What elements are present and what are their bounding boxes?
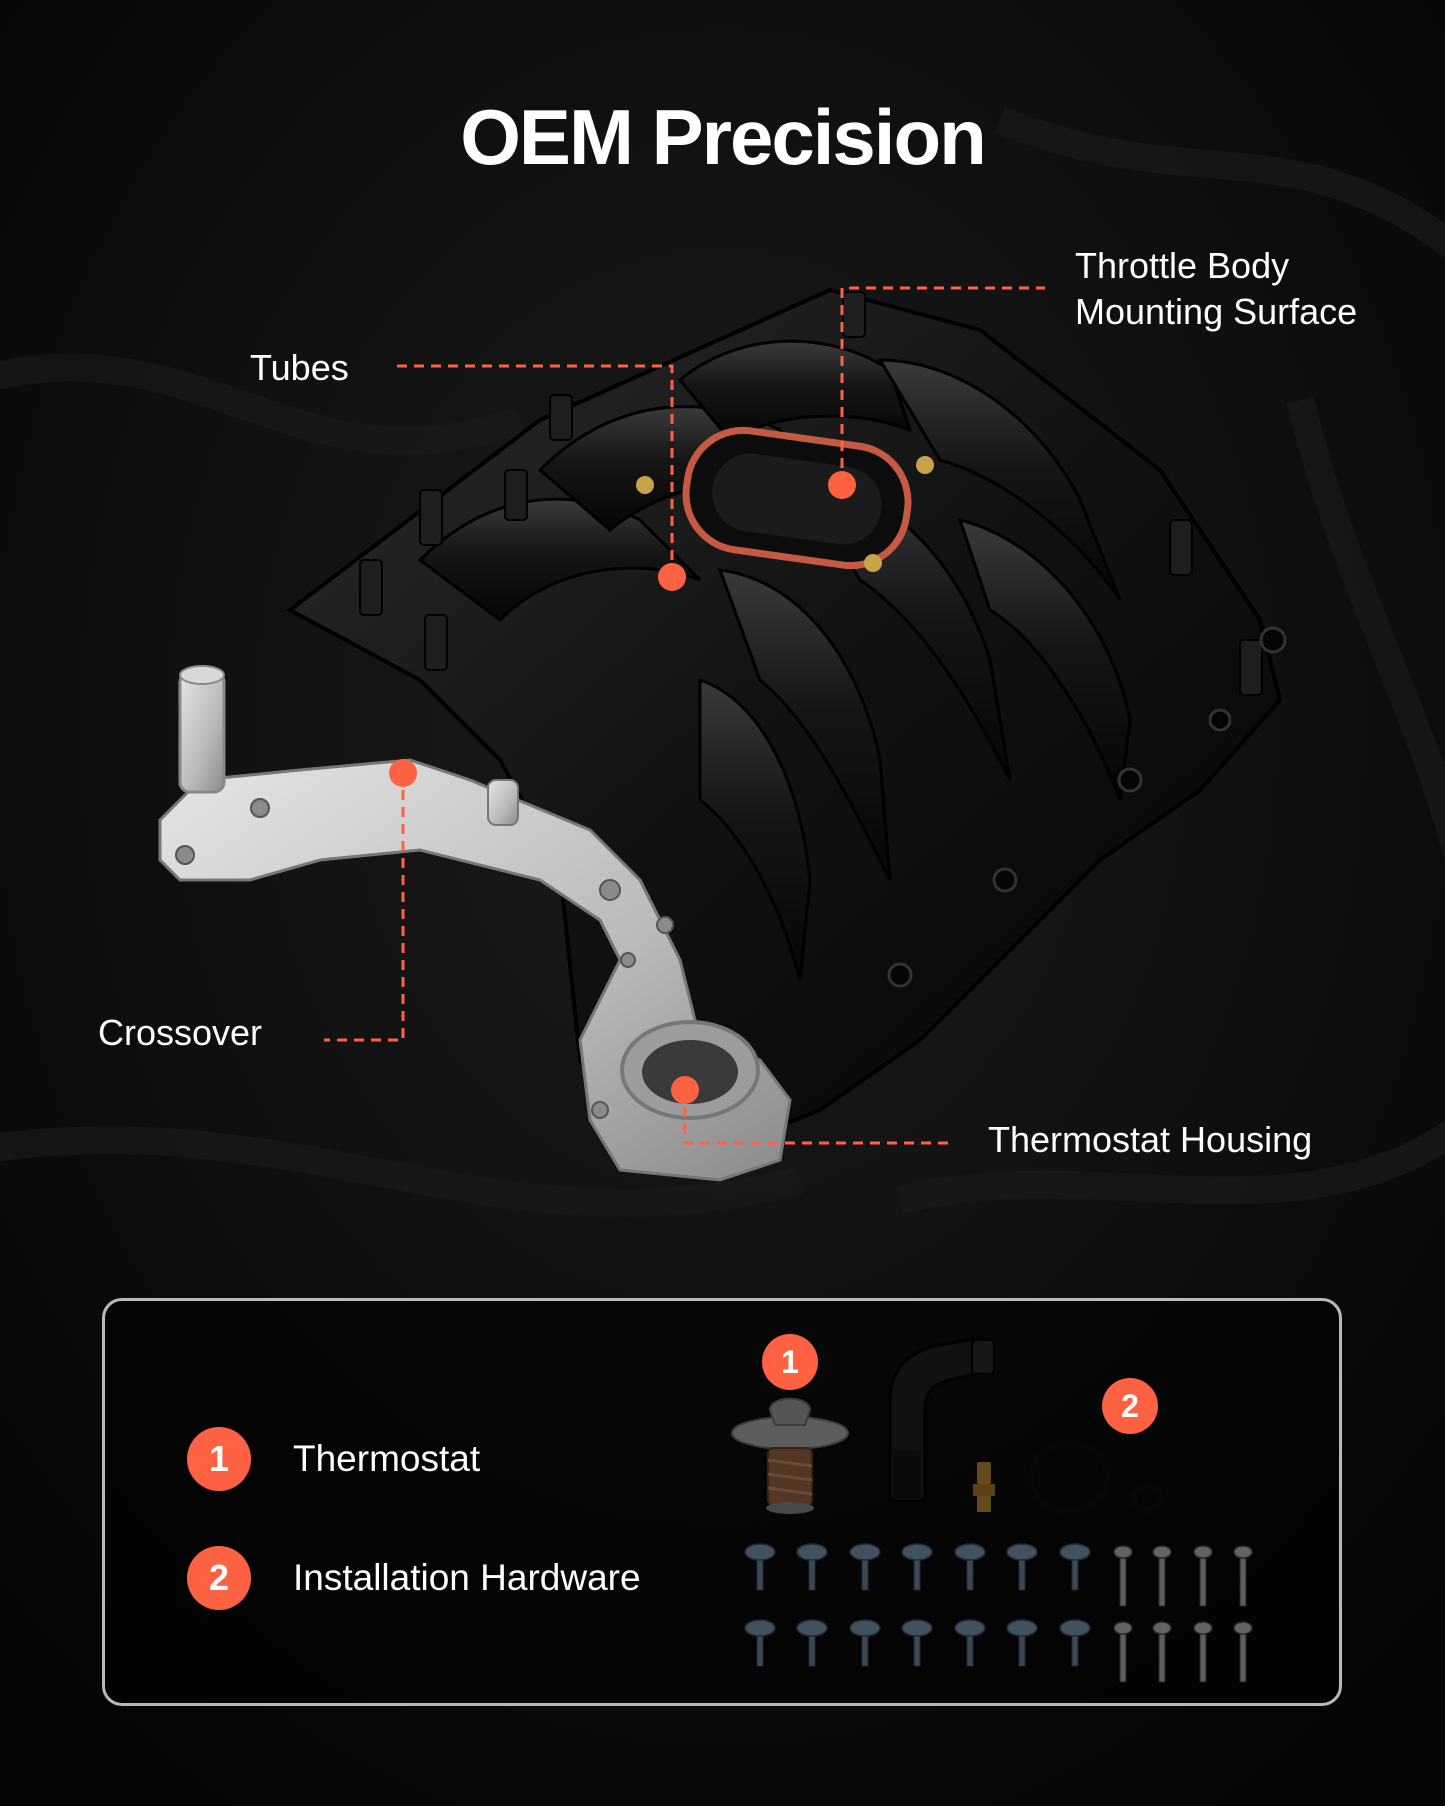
callout-tubes: Tubes bbox=[250, 347, 349, 388]
kit-image-badge-1: 1 bbox=[762, 1334, 818, 1390]
callout-throttle-body-line2: Mounting Surface bbox=[1075, 291, 1358, 332]
background-hoses bbox=[0, 106, 1445, 1217]
callout-throttle-body-line1: Throttle Body bbox=[1075, 245, 1290, 286]
intake-manifold-image bbox=[158, 287, 1287, 1182]
callout-dots bbox=[389, 471, 856, 1104]
crossover-dot bbox=[389, 759, 417, 787]
callout-throttle-body: Throttle Body Mounting Surface bbox=[1075, 243, 1357, 335]
page-title: OEM Precision bbox=[460, 93, 987, 181]
kit-contents-panel: 1 Thermostat 2 Installation Hardware 1 2 bbox=[102, 1298, 1342, 1706]
legend-label: Installation Hardware bbox=[293, 1557, 641, 1598]
legend-item-installation-hardware: 2 Installation Hardware bbox=[187, 1546, 641, 1610]
legend-number-badge: 1 bbox=[187, 1427, 251, 1491]
thermostat-housing-dot bbox=[671, 1076, 699, 1104]
legend-item-thermostat: 1 Thermostat bbox=[187, 1427, 480, 1491]
callout-thermostat-housing: Thermostat Housing bbox=[988, 1119, 1313, 1160]
legend-number-badge: 2 bbox=[187, 1546, 251, 1610]
tubes-dot bbox=[658, 563, 686, 591]
throttle-body-dot bbox=[828, 471, 856, 499]
callout-leaders bbox=[324, 286, 1045, 1145]
legend-label: Thermostat bbox=[293, 1438, 481, 1479]
kit-image-badge-2: 2 bbox=[1102, 1378, 1158, 1434]
callout-crossover: Crossover bbox=[98, 1012, 263, 1053]
